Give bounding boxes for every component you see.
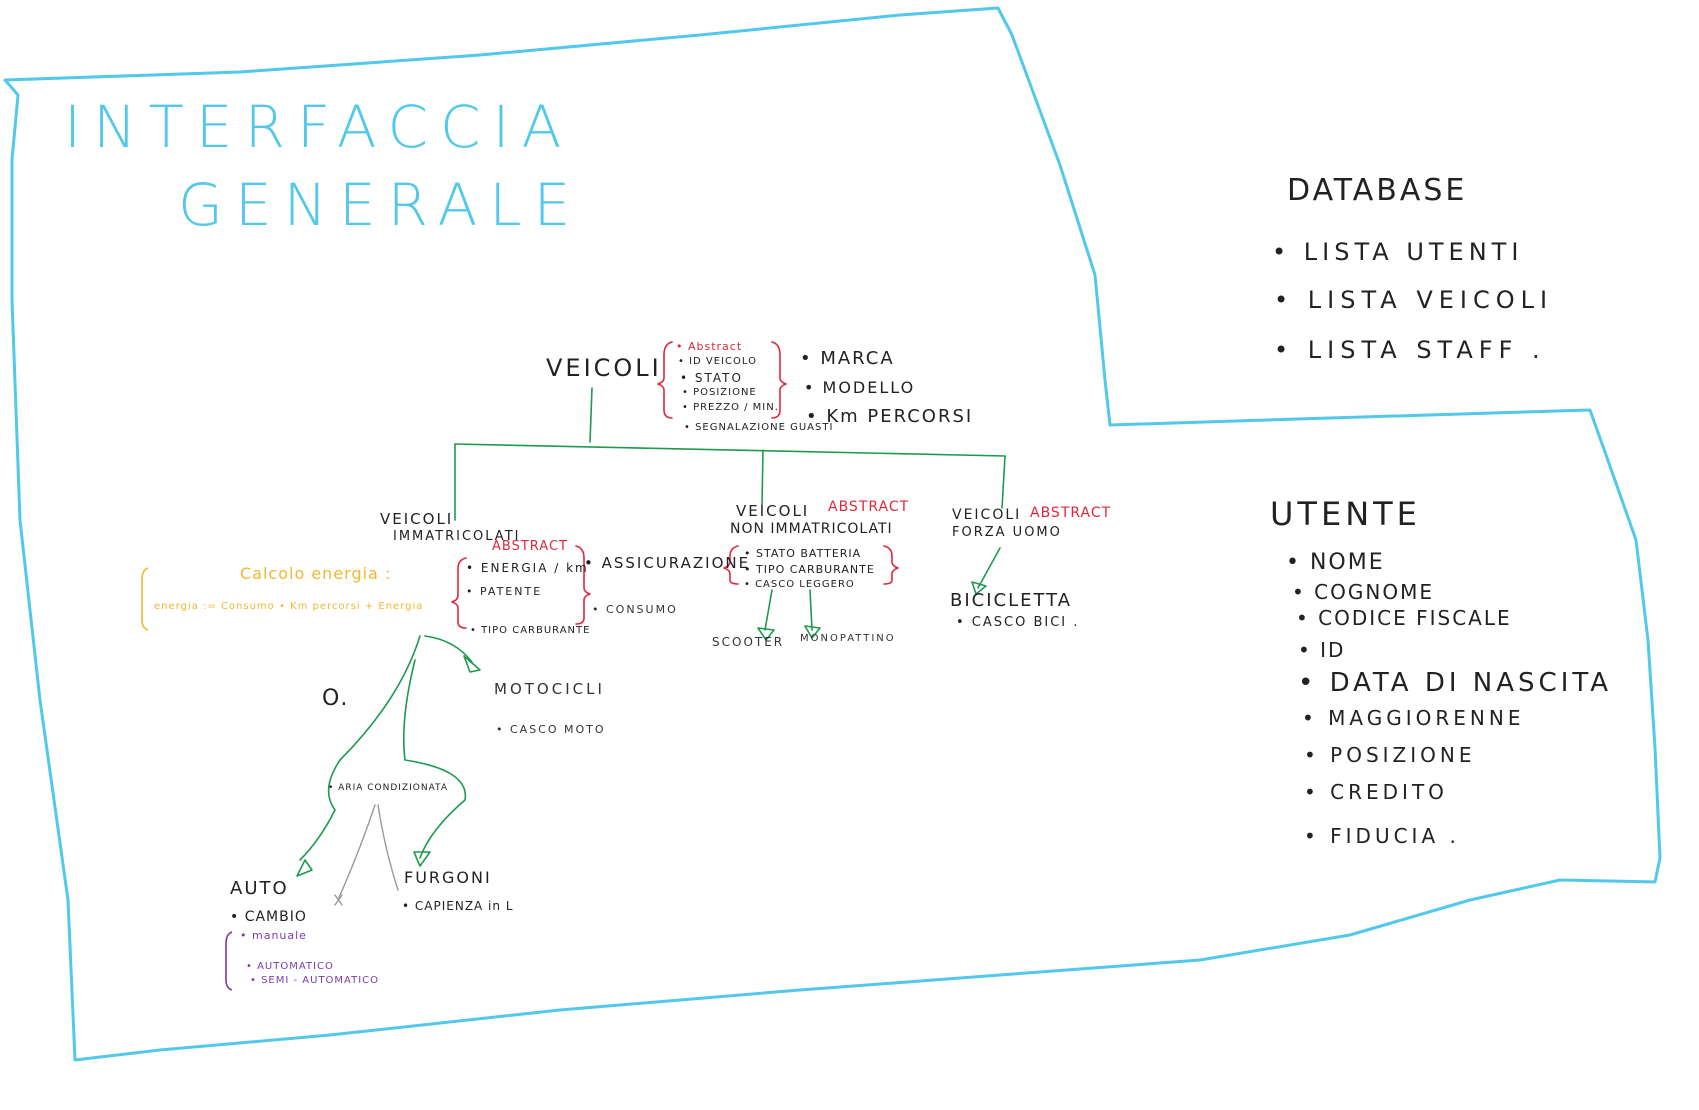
marker-o: O. [322, 686, 350, 711]
motocicli-item: • CASCO MOTO [496, 723, 606, 736]
utente-item: • MAGGIORENNE [1302, 706, 1525, 730]
connector-non-immatricolati [761, 449, 764, 506]
auto-item: • CAMBIO [230, 909, 307, 925]
non-immatricolati-item: • TIPO CARBURANTE [744, 563, 875, 576]
cambio-option: • AUTOMATICO [246, 961, 334, 972]
arrowhead-scooter [757, 627, 775, 641]
connector-monopattino [809, 589, 813, 631]
furgoni-item: • CAPIENZA in L [402, 899, 514, 913]
bracket-non-immatricolati-left [723, 545, 739, 585]
non-immatricolati-line-1: VEICOLI [736, 502, 810, 520]
veicoli-field: • MARCA [800, 348, 895, 369]
title-line-2: GENERALE [178, 171, 583, 239]
immatricolati-abstract: ABSTRACT [492, 539, 568, 554]
forza-uomo-line-1: VEICOLI [952, 507, 1022, 523]
arrowhead-monopattino [804, 625, 821, 639]
gray-mark [334, 894, 343, 906]
arrowhead-auto [296, 859, 313, 877]
connector-root-down [589, 387, 593, 443]
boundary-outline [3, 6, 1662, 1062]
immatricolati-assicurazione: • ASSICURAZIONE [584, 554, 751, 572]
gray-connector-right [377, 804, 399, 891]
utente-item: • FIDUCIA . [1304, 824, 1460, 848]
immatricolati-item: • PATENTE [466, 585, 543, 598]
connector-horizontal [454, 443, 1006, 457]
bracket-cambio-options [225, 931, 233, 991]
immatricolati-line-1: VEICOLI [380, 510, 454, 528]
forza-uomo-line-2: FORZA UOMO [952, 525, 1062, 540]
forza-uomo-abstract: ABSTRACT [1030, 505, 1112, 521]
auto-label: AUTO [230, 878, 289, 899]
utente-item: • ID [1298, 638, 1346, 662]
utente-heading: UTENTE [1270, 495, 1421, 533]
bracket-non-immatricolati-right [883, 545, 899, 585]
motocicli-label: MOTOCICLI [494, 680, 605, 698]
veicoli-item: • POSIZIONE [682, 387, 757, 398]
connector-bicicletta [977, 547, 1001, 589]
utente-item: • COGNOME [1292, 580, 1434, 604]
immatricolati-item: • TIPO CARBURANTE [470, 625, 591, 636]
cambio-option: • SEMI - AUTOMATICO [250, 975, 380, 986]
veicoli-item: • STATO [680, 371, 743, 385]
utente-item: • CREDITO [1304, 780, 1448, 804]
monopattino-label: MONOPATTINO [800, 633, 896, 644]
connector-motocicli [424, 635, 473, 663]
bracket-veicoli-right [771, 341, 787, 419]
bicicletta-item: • CASCO BICI . [956, 615, 1080, 630]
veicoli-abstract-item: • Abstract [676, 340, 743, 353]
veicoli-item: • ID VEICOLO [678, 356, 757, 367]
bracket-note [141, 567, 149, 631]
database-item: • LISTA STAFF . [1274, 336, 1546, 364]
title-line-1: INTERFACCIA [64, 93, 574, 161]
non-immatricolati-item: • STATO BATTERIA [744, 547, 862, 560]
connector-forza-uomo [1001, 455, 1006, 509]
arrowhead-bicicletta [971, 581, 987, 595]
bicicletta-label: BICICLETTA [950, 590, 1073, 611]
database-item: • LISTA VEICOLI [1274, 286, 1554, 314]
connector-furgoni [402, 659, 467, 859]
bracket-immatricolati-left [451, 557, 467, 629]
utente-item: • NOME [1286, 550, 1385, 575]
database-heading: DATABASE [1287, 173, 1468, 208]
scooter-label: SCOOTER [712, 635, 785, 649]
utente-item: • POSIZIONE [1304, 743, 1476, 767]
utente-item: • CODICE FISCALE [1296, 606, 1512, 630]
immatricolati-consumo: • CONSUMO [592, 603, 678, 616]
veicoli-item: • PREZZO / MIN. [682, 402, 779, 413]
bracket-veicoli-left [657, 341, 673, 419]
bracket-immatricolati-right [575, 545, 591, 625]
non-immatricolati-abstract: ABSTRACT [828, 499, 910, 515]
aria-condizionata: • ARIA CONDIZIONATA [328, 783, 448, 793]
database-item: • LISTA UTENTI [1272, 238, 1524, 266]
note-formula: energia := Consumo • Km percorsi + Energ… [154, 601, 424, 612]
veicoli-item: • SEGNALAZIONE GUASTI [684, 422, 834, 433]
cambio-option: • manuale [240, 929, 307, 942]
furgoni-label: FURGONI [404, 868, 492, 887]
connector-scooter [764, 589, 773, 631]
veicoli-field: • MODELLO [804, 378, 916, 397]
non-immatricolati-line-2: NON IMMATRICOLATI [730, 521, 893, 537]
non-immatricolati-item: • CASCO LEGGERO [744, 579, 855, 590]
veicoli-field: • Km PERCORSI [806, 406, 974, 427]
connector-auto [299, 635, 421, 861]
arrowhead-furgoni [413, 851, 431, 867]
arrowhead-motocicli [463, 655, 481, 673]
utente-item: • DATA DI NASCITA [1298, 668, 1613, 698]
gray-connector-left [337, 804, 376, 901]
immatricolati-line-2: IMMATRICOLATI [393, 529, 521, 544]
immatricolati-item: • ENERGIA / km [466, 561, 589, 575]
note-heading: Calcolo energia : [240, 564, 392, 583]
veicoli-label: VEICOLI [546, 354, 662, 382]
